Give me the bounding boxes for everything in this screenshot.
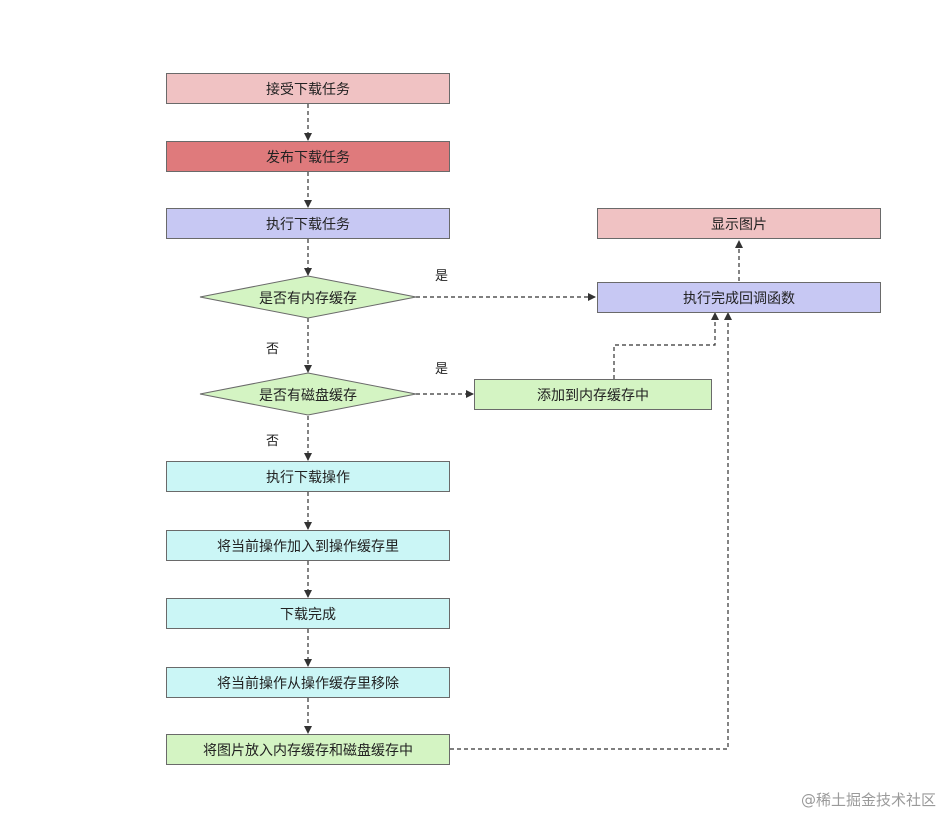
node-execute-completion-callback: 执行完成回调函数 bbox=[597, 282, 881, 313]
node-remove-operation-from-cache: 将当前操作从操作缓存里移除 bbox=[166, 667, 450, 698]
node-store-image-in-caches: 将图片放入内存缓存和磁盘缓存中 bbox=[166, 734, 450, 765]
edge-label-memory-no: 否 bbox=[266, 342, 280, 357]
decision-memory-cache-shape bbox=[199, 275, 417, 319]
decision-memory-cache-label: 是否有内存缓存 bbox=[259, 291, 357, 307]
node-receive-task: 接受下载任务 bbox=[166, 73, 450, 104]
node-execute-task: 执行下载任务 bbox=[166, 208, 450, 239]
node-show-image: 显示图片 bbox=[597, 208, 881, 239]
edge-add-memory-to-callback bbox=[613, 312, 719, 379]
edge-label-disk-yes: 是 bbox=[435, 362, 449, 377]
edge-store-to-callback bbox=[450, 312, 732, 750]
node-download-complete: 下载完成 bbox=[166, 598, 450, 629]
watermark: @稀土掘金技术社区 bbox=[800, 791, 936, 809]
node-add-to-memory-cache: 添加到内存缓存中 bbox=[474, 379, 712, 410]
node-add-operation-to-cache: 将当前操作加入到操作缓存里 bbox=[166, 530, 450, 561]
edge-label-memory-yes: 是 bbox=[435, 269, 449, 284]
edge-label-disk-no: 否 bbox=[266, 434, 280, 449]
decision-disk-cache-label: 是否有磁盘缓存 bbox=[259, 388, 357, 404]
decision-disk-cache-shape bbox=[199, 372, 417, 416]
node-publish-task: 发布下载任务 bbox=[166, 141, 450, 172]
node-execute-download-operation: 执行下载操作 bbox=[166, 461, 450, 492]
